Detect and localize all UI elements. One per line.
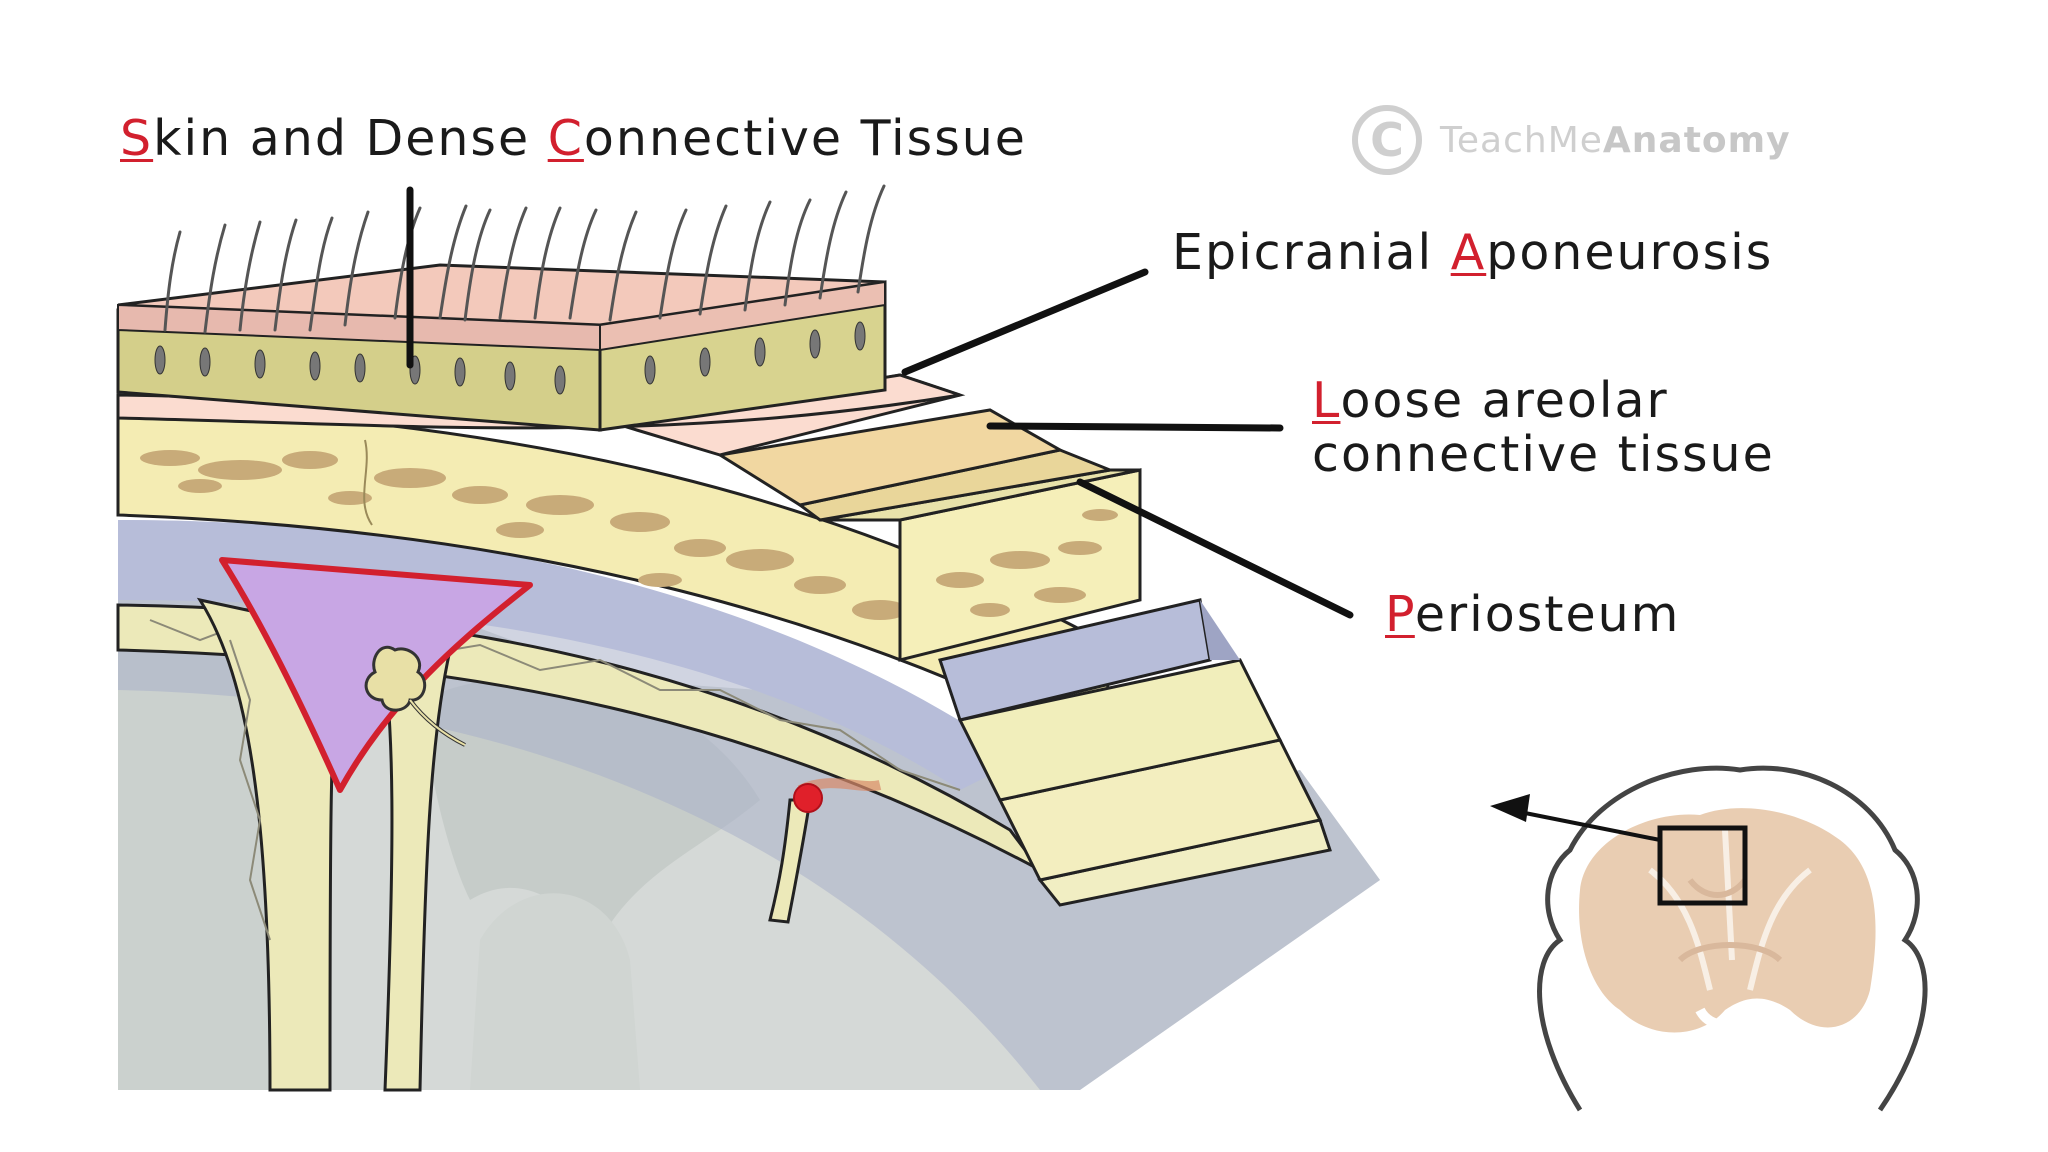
label-text: poneurosis — [1486, 224, 1774, 281]
label-epicranial-aponeurosis: Epicranial Aponeurosis — [1172, 226, 1773, 280]
mnemonic-letter-l: L — [1312, 372, 1341, 429]
mnemonic-letter-p: P — [1385, 586, 1415, 643]
label-text: eriosteum — [1414, 586, 1681, 643]
label-text: kin and Dense — [153, 110, 548, 167]
label-text: E — [1172, 224, 1205, 281]
watermark: C TeachMeAnatomy — [1352, 104, 1791, 176]
emissary-vein — [768, 778, 882, 924]
leader-lines — [406, 186, 1354, 619]
midline-falx — [196, 597, 452, 1092]
label-periosteum: Periosteum — [1385, 588, 1680, 642]
label-text: picranial — [1204, 224, 1451, 281]
skull-bone — [116, 403, 1122, 763]
label-text: onnective Tissue — [583, 110, 1027, 167]
leader-periosteum — [1076, 478, 1354, 619]
stepped-layers — [619, 373, 1332, 907]
inset-arrowhead — [1490, 794, 1530, 822]
mnemonic-letter-c: C — [547, 110, 584, 167]
leader-loose — [986, 422, 1284, 432]
head-inset — [1490, 765, 1928, 1112]
watermark-text: TeachMeAnatomy — [1440, 120, 1791, 161]
skin-block — [116, 184, 887, 432]
inset-focus-box — [1657, 825, 1748, 906]
mnemonic-letter-s: S — [120, 110, 154, 167]
watermark-text-light: TeachMe — [1440, 119, 1603, 161]
copyright-icon: C — [1352, 105, 1422, 175]
leader-aponeurosis — [901, 268, 1149, 376]
label-skin-dense-connective-tissue: Skin and Dense Connective Tissue — [120, 112, 1027, 166]
superior-sagittal-sinus — [219, 557, 533, 793]
inset-arrow — [1519, 810, 1661, 842]
label-loose-areolar-line1: Loose areolar — [1312, 374, 1669, 428]
watermark-text-bold: Anatomy — [1602, 119, 1791, 161]
label-loose-areolar-line2: connective tissue — [1312, 426, 1775, 483]
mnemonic-letter-a: A — [1450, 224, 1487, 281]
label-text: oose areolar — [1340, 372, 1669, 429]
